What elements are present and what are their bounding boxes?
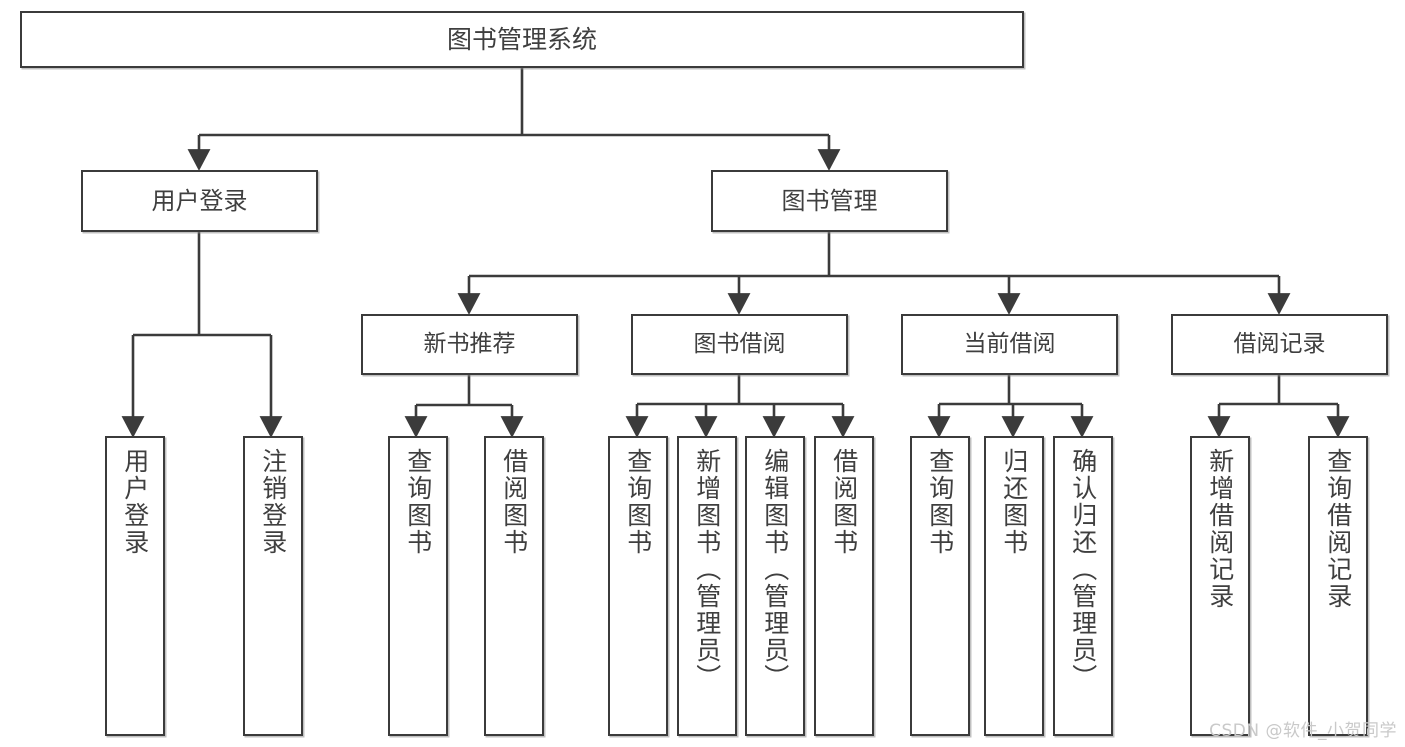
node-leaf-query-book-1-label: 查询图书	[403, 448, 433, 556]
node-leaf-borrow-book-1[interactable]: 借阅图书	[484, 436, 544, 736]
node-leaf-confirm-return[interactable]: 确认归还（管理员）	[1053, 436, 1113, 736]
node-leaf-add-record-label: 新增借阅记录	[1205, 448, 1235, 610]
node-user-login-label: 用户登录	[151, 186, 248, 215]
node-leaf-query-book-1[interactable]: 查询图书	[388, 436, 448, 736]
node-book-admin-label: 图书管理	[781, 186, 878, 215]
node-leaf-logout-label: 注销登录	[258, 448, 288, 556]
node-leaf-query-book-3[interactable]: 查询图书	[910, 436, 970, 736]
node-book-borrow[interactable]: 图书借阅	[631, 314, 848, 375]
node-leaf-return-book[interactable]: 归还图书	[984, 436, 1044, 736]
node-leaf-query-record-label: 查询借阅记录	[1323, 448, 1353, 610]
node-leaf-edit-book-label: 编辑图书（管理员）	[760, 448, 790, 691]
node-root[interactable]: 图书管理系统	[20, 11, 1024, 68]
node-leaf-borrow-book-2[interactable]: 借阅图书	[814, 436, 874, 736]
node-current-borrow[interactable]: 当前借阅	[901, 314, 1118, 375]
node-leaf-confirm-return-label: 确认归还（管理员）	[1068, 448, 1098, 691]
watermark: CSDN @软件_小贺同学	[1209, 721, 1397, 741]
node-leaf-query-record[interactable]: 查询借阅记录	[1308, 436, 1368, 736]
node-leaf-add-book-label: 新增图书（管理员）	[692, 448, 722, 691]
node-leaf-edit-book[interactable]: 编辑图书（管理员）	[745, 436, 805, 736]
node-leaf-user-login-label: 用户登录	[120, 448, 150, 556]
node-leaf-query-book-2-label: 查询图书	[623, 448, 653, 556]
node-leaf-add-record[interactable]: 新增借阅记录	[1190, 436, 1250, 736]
node-user-login[interactable]: 用户登录	[81, 170, 318, 232]
node-leaf-return-book-label: 归还图书	[999, 448, 1029, 556]
node-new-book-rec-label: 新书推荐	[423, 330, 516, 357]
node-leaf-query-book-2[interactable]: 查询图书	[608, 436, 668, 736]
node-leaf-borrow-book-2-label: 借阅图书	[829, 448, 859, 556]
node-leaf-user-login[interactable]: 用户登录	[105, 436, 165, 736]
node-leaf-query-book-3-label: 查询图书	[925, 448, 955, 556]
node-new-book-rec[interactable]: 新书推荐	[361, 314, 578, 375]
node-current-borrow-label: 当前借阅	[963, 330, 1056, 357]
node-borrow-record-label: 借阅记录	[1233, 330, 1326, 357]
node-leaf-logout[interactable]: 注销登录	[243, 436, 303, 736]
node-leaf-add-book[interactable]: 新增图书（管理员）	[677, 436, 737, 736]
node-leaf-borrow-book-1-label: 借阅图书	[499, 448, 529, 556]
node-borrow-record[interactable]: 借阅记录	[1171, 314, 1388, 375]
node-book-borrow-label: 图书借阅	[693, 330, 786, 357]
node-root-label: 图书管理系统	[446, 24, 597, 54]
node-book-admin[interactable]: 图书管理	[711, 170, 948, 232]
